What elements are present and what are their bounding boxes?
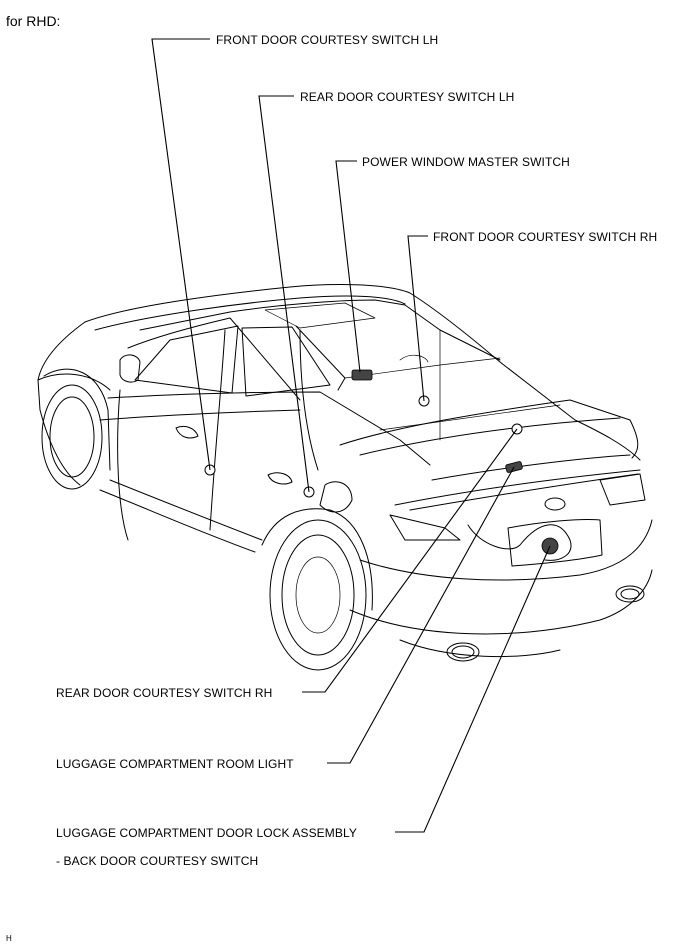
part-markers bbox=[204, 369, 572, 561]
callout-front-door-courtesy-switch-rh: FRONT DOOR COURTESY SWITCH RH bbox=[433, 230, 658, 244]
page-title: for RHD: bbox=[6, 13, 61, 29]
callout-power-window-master-switch: POWER WINDOW MASTER SWITCH bbox=[362, 155, 570, 169]
callout-rear-door-courtesy-switch-rh: REAR DOOR COURTESY SWITCH RH bbox=[56, 686, 273, 700]
callout-rear-door-courtesy-switch-lh: REAR DOOR COURTESY SWITCH LH bbox=[300, 90, 515, 104]
callout-luggage-compartment-door-lock-assembly: LUGGAGE COMPARTMENT DOOR LOCK ASSEMBLY bbox=[56, 826, 357, 840]
leader-lines bbox=[151, 38, 551, 833]
callout-back-door-courtesy-switch: - BACK DOOR COURTESY SWITCH bbox=[56, 854, 259, 868]
car-body-outline bbox=[37, 284, 653, 671]
callout-luggage-compartment-room-light: LUGGAGE COMPARTMENT ROOM LIGHT bbox=[56, 757, 294, 771]
callout-front-door-courtesy-switch-lh: FRONT DOOR COURTESY SWITCH LH bbox=[216, 33, 439, 47]
figure-code: H bbox=[6, 934, 12, 943]
